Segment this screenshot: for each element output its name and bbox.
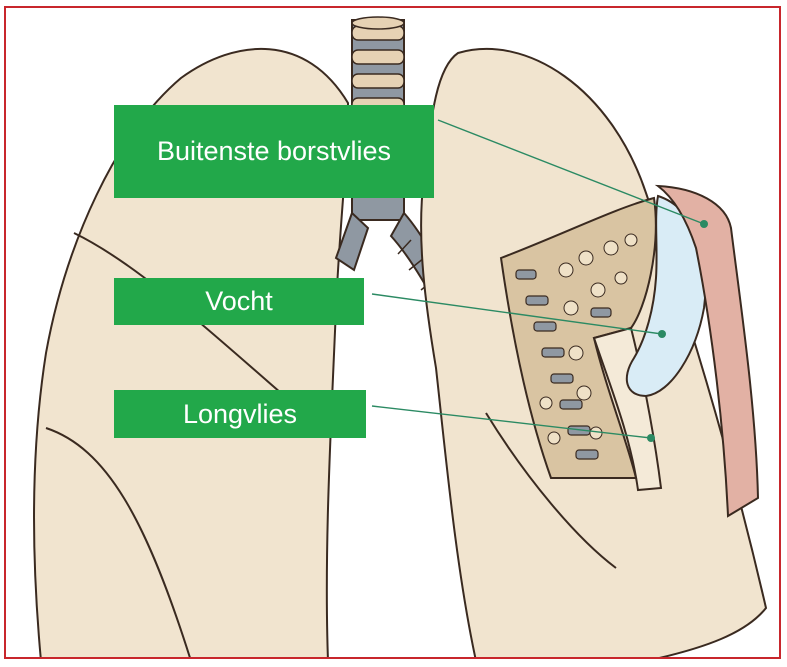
- leader-dots: [647, 220, 708, 442]
- label-fluid: Vocht: [114, 278, 364, 325]
- label-outer-pleura: Buitenste borstvlies: [114, 105, 434, 198]
- right-lung-fissure: [485, 412, 617, 569]
- leader-lines: [371, 119, 705, 439]
- bronchi-cutaway: [515, 269, 623, 460]
- left-lung-fissure-lower: [45, 427, 191, 657]
- label-lung-pleura: Longvlies: [114, 390, 366, 438]
- lung-interior-cutaway: [499, 196, 657, 479]
- diagram-frame: Buitenste borstvlies Vocht Longvlies: [4, 6, 781, 659]
- outer-pleura-layer: [654, 184, 760, 518]
- alveoli: [539, 233, 638, 445]
